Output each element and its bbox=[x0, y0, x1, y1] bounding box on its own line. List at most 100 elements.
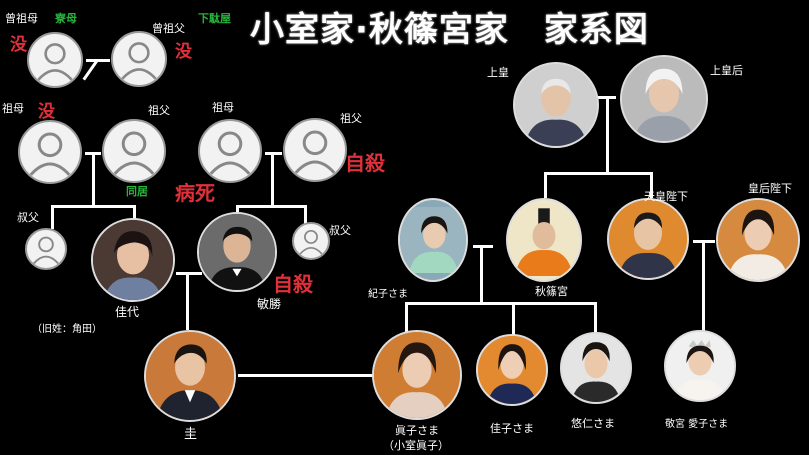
connector bbox=[304, 205, 307, 225]
grandfather-kumada-avatar bbox=[102, 119, 166, 183]
great-grandfather-avatar bbox=[111, 31, 167, 87]
prince-akishino-photo bbox=[506, 198, 582, 282]
connector bbox=[405, 302, 597, 305]
label-grandmother: 祖母 bbox=[2, 102, 24, 115]
connector bbox=[265, 152, 282, 155]
label-aiko: 敬宮 愛子さま bbox=[665, 419, 729, 430]
man-portrait-icon bbox=[515, 64, 597, 146]
label-mako-married-name: （小室眞子） bbox=[383, 439, 449, 452]
connector bbox=[480, 246, 483, 303]
note-deceased: 没 bbox=[10, 35, 27, 55]
label-akishino: 秋篠宮 bbox=[535, 285, 568, 298]
note-suicide: 自殺 bbox=[273, 272, 313, 296]
person-icon bbox=[33, 236, 59, 265]
label-mako: 眞子さま bbox=[395, 424, 439, 437]
label-grandfather: 祖父 bbox=[340, 112, 362, 125]
note-died-of-illness: 病死 bbox=[175, 181, 215, 205]
label-grandfather: 祖父 bbox=[148, 104, 170, 117]
man-portrait-icon bbox=[508, 204, 580, 276]
label-toshikatsu: 敏勝 bbox=[257, 297, 282, 311]
connector bbox=[271, 154, 274, 206]
note-dormitory-mother: 寮母 bbox=[55, 12, 77, 25]
connector bbox=[606, 97, 609, 174]
note-geta-shop: 下駄屋 bbox=[198, 12, 231, 25]
label-great-grandfather: 曾祖父 bbox=[152, 22, 185, 35]
kayo-photo bbox=[91, 218, 175, 302]
label-kayo-maiden-name: （旧姓：角田） bbox=[32, 324, 102, 335]
page-title: 小室家·秋篠宮家 家系図 bbox=[250, 10, 649, 50]
woman-portrait-icon bbox=[93, 220, 173, 300]
person-icon bbox=[294, 130, 336, 174]
princess-kiko-photo bbox=[398, 198, 468, 282]
connector bbox=[702, 241, 705, 331]
prince-hisahito-photo bbox=[560, 332, 632, 404]
person-icon bbox=[113, 131, 155, 175]
connector bbox=[85, 152, 101, 155]
note-suicide: 自殺 bbox=[345, 151, 385, 175]
note-cohabiting: 同居 bbox=[126, 185, 148, 198]
person-icon bbox=[299, 229, 323, 255]
label-kiko: 紀子さま bbox=[368, 289, 408, 300]
former-empress-photo bbox=[620, 55, 708, 143]
person-icon bbox=[29, 132, 71, 176]
label-grandmother: 祖母 bbox=[212, 101, 234, 114]
uncle-komuro-avatar bbox=[292, 222, 330, 260]
connector bbox=[405, 302, 408, 336]
connector bbox=[186, 273, 189, 330]
princess-kako-photo bbox=[476, 334, 548, 406]
label-kei: 圭 bbox=[184, 427, 198, 442]
label-uncle: 叔父 bbox=[329, 224, 351, 237]
label-emperor: 天皇陛下 bbox=[644, 190, 688, 203]
label-great-grandmother: 曾祖母 bbox=[5, 12, 38, 25]
connector bbox=[544, 172, 652, 175]
woman-portrait-icon bbox=[622, 57, 706, 141]
woman-portrait-icon bbox=[718, 200, 798, 280]
label-former-emperor: 上皇 bbox=[487, 66, 509, 79]
grandfather-komuro-avatar bbox=[283, 118, 347, 182]
label-kayo: 佳代 bbox=[115, 305, 140, 319]
grandmother-kumada-avatar bbox=[18, 120, 82, 184]
note-deceased: 没 bbox=[38, 102, 55, 122]
toshikatsu-photo bbox=[197, 212, 277, 292]
label-kako: 佳子さま bbox=[490, 422, 534, 435]
emperor-photo bbox=[607, 198, 689, 280]
connector bbox=[133, 205, 136, 219]
princess-aiko-photo bbox=[664, 330, 736, 402]
princess-mako-photo bbox=[372, 330, 462, 420]
label-empress: 皇后陛下 bbox=[748, 182, 792, 195]
man-portrait-icon bbox=[199, 214, 275, 290]
man-portrait-icon bbox=[146, 332, 234, 420]
woman-portrait-icon bbox=[374, 332, 460, 418]
label-hisahito: 悠仁さま bbox=[571, 417, 615, 430]
connector bbox=[544, 172, 547, 198]
connector bbox=[473, 245, 493, 248]
connector bbox=[238, 374, 374, 377]
label-former-empress: 上皇后 bbox=[710, 64, 743, 77]
person-icon bbox=[37, 43, 73, 81]
uncle-kumada-avatar bbox=[25, 228, 67, 270]
person-icon bbox=[121, 42, 157, 80]
connector bbox=[594, 302, 597, 336]
connector bbox=[176, 272, 202, 275]
man-portrait-icon bbox=[562, 334, 630, 402]
connector bbox=[512, 302, 515, 336]
connector bbox=[236, 205, 239, 217]
connector bbox=[82, 59, 99, 81]
man-portrait-icon bbox=[609, 200, 687, 278]
connector bbox=[650, 172, 653, 198]
woman-portrait-icon bbox=[400, 207, 466, 273]
former-emperor-photo bbox=[513, 62, 599, 148]
connector bbox=[51, 205, 54, 229]
person-icon bbox=[209, 131, 251, 175]
great-grandmother-avatar bbox=[27, 32, 83, 88]
grandmother-komuro-avatar bbox=[198, 119, 262, 183]
label-uncle: 叔父 bbox=[17, 211, 39, 224]
empress-photo bbox=[716, 198, 800, 282]
note-deceased: 没 bbox=[175, 42, 192, 62]
connector bbox=[92, 154, 95, 206]
connector bbox=[236, 205, 306, 208]
woman-portrait-icon bbox=[666, 332, 734, 400]
woman-portrait-icon bbox=[478, 336, 546, 404]
kei-photo bbox=[144, 330, 236, 422]
